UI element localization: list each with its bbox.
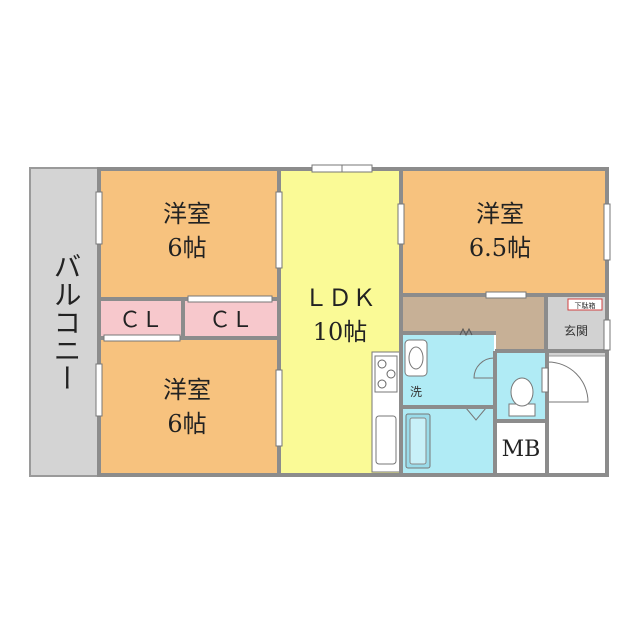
washbasin-icon — [404, 339, 428, 377]
western-room-bottom-left-name: 洋室 — [163, 376, 211, 404]
toilet-door-swing-icon — [547, 361, 589, 403]
closet-1-label: ＣＬ — [119, 308, 163, 333]
meter-box — [496, 422, 546, 474]
closet-1 — [100, 300, 182, 337]
meter-box-label: MB — [502, 437, 541, 462]
western-room-top-left — [100, 170, 278, 298]
balcony-label: バルコニー — [50, 252, 83, 392]
bath-door-icon — [465, 407, 487, 421]
shoe-box-label: 下駄箱 — [575, 301, 596, 310]
western-room-top-left-size: 6帖 — [167, 234, 206, 262]
western-room-bottom-left-size: 6帖 — [167, 410, 206, 438]
western-room-right-name: 洋室 — [476, 200, 524, 228]
closet-2 — [184, 300, 278, 337]
burner-3-icon — [377, 379, 387, 389]
windows — [95, 164, 611, 447]
burner-2-icon — [386, 369, 396, 379]
hallway — [402, 296, 546, 350]
shoe-box — [567, 298, 603, 311]
western-room-bottom-left — [100, 339, 278, 474]
toilet-bowl-icon — [510, 377, 534, 407]
balcony-area — [29, 167, 99, 477]
washroom-door-swing-icon — [473, 357, 495, 379]
ldk-name: ＬＤＫ — [304, 284, 376, 312]
basin-bowl-icon — [408, 346, 424, 370]
sink-icon — [375, 415, 397, 465]
western-room-right — [402, 170, 606, 294]
western-room-top-left-name: 洋室 — [163, 200, 211, 228]
stove-icon — [374, 355, 398, 393]
burner-1-icon — [377, 359, 387, 369]
western-room-right-size: 6.5帖 — [469, 234, 531, 262]
ldk-size: 10帖 — [313, 318, 368, 346]
bathtub-inner-icon — [409, 417, 427, 465]
washroom-label: 洗 — [410, 385, 422, 399]
hall-door-zigzag-icon — [459, 327, 473, 337]
closet-2-label: ＣＬ — [209, 308, 253, 333]
entrance-label: 玄関 — [564, 323, 588, 338]
